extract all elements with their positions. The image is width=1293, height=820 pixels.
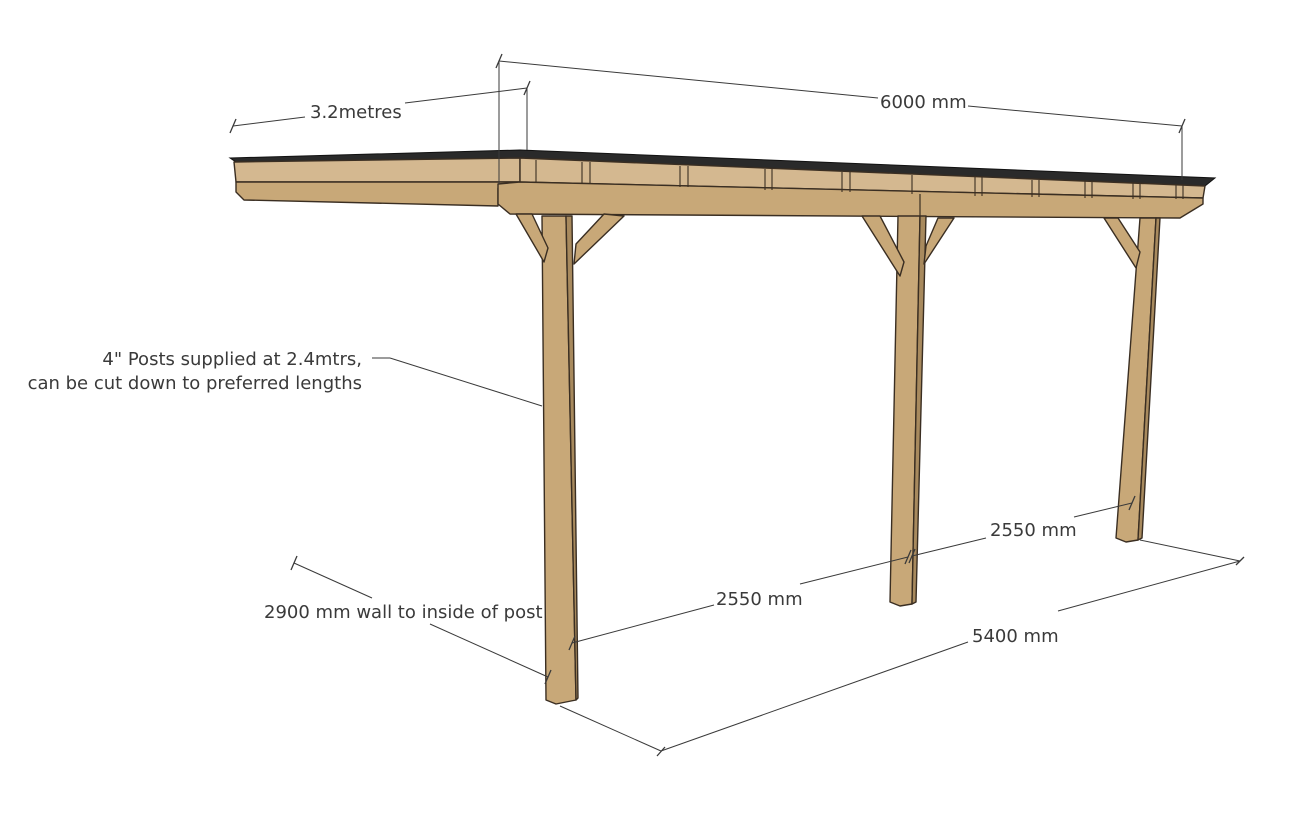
brace-front-left xyxy=(515,213,549,263)
dim-tick xyxy=(1235,556,1245,566)
leader-b xyxy=(389,357,543,407)
post-back xyxy=(1103,217,1161,543)
label-span-2: 2550 mm xyxy=(990,520,1077,541)
dim-wall-b xyxy=(429,623,549,678)
dim-wall-a xyxy=(293,562,373,599)
front-beam xyxy=(497,181,1204,219)
left-end-beam xyxy=(235,181,521,207)
dim-run-b xyxy=(1057,560,1241,612)
post-middle xyxy=(861,215,955,607)
brace-middle-left xyxy=(861,215,905,277)
post-middle-face xyxy=(889,215,921,607)
dim-width-line-b xyxy=(404,87,528,104)
dim-span1-a xyxy=(571,604,715,644)
label-span-1: 2550 mm xyxy=(716,589,803,610)
label-width: 3.2metres xyxy=(310,102,402,123)
post-back-face xyxy=(1115,217,1157,543)
dim-tick xyxy=(290,555,298,571)
label-post-run: 5400 mm xyxy=(972,626,1059,647)
dim-run-a xyxy=(660,641,969,752)
dim-run-ext-a xyxy=(559,705,662,752)
dim-length-line-a xyxy=(498,60,879,99)
dim-length-line-b xyxy=(967,105,1183,127)
dim-tick xyxy=(544,669,552,685)
post-front xyxy=(515,213,625,705)
dim-tick xyxy=(229,118,237,134)
post-middle-side xyxy=(911,215,927,605)
post-front-side xyxy=(565,215,579,701)
roof-assembly xyxy=(228,149,1217,219)
dimension-lines xyxy=(229,53,1245,757)
dim-run-ext-b xyxy=(1139,539,1241,562)
dim-span2-a xyxy=(911,537,987,557)
label-post-note-2: can be cut down to preferred lengths xyxy=(28,373,362,394)
dim-span2-b xyxy=(1073,502,1133,518)
rafter-divisions xyxy=(535,160,1184,199)
dim-tick xyxy=(1128,495,1136,511)
labels: 3.2metres 6000 mm 4" Posts supplied at 2… xyxy=(28,92,1077,647)
brace-front-right xyxy=(573,213,625,265)
brace-middle-right xyxy=(923,217,955,265)
label-wall-to-post: 2900 mm wall to inside of post xyxy=(264,602,543,623)
label-post-note-1: 4" Posts supplied at 2.4mtrs, xyxy=(102,349,362,370)
wall-plate xyxy=(233,157,521,183)
dim-tick xyxy=(904,549,912,565)
post-front-face xyxy=(541,215,577,705)
post-back-side xyxy=(1137,217,1161,541)
dim-width-line-a xyxy=(232,116,306,127)
dim-tick xyxy=(908,548,916,564)
label-length: 6000 mm xyxy=(880,92,967,113)
dim-tick xyxy=(568,635,576,651)
dim-span1-b xyxy=(799,556,909,585)
brace-back-left xyxy=(1103,217,1141,269)
dim-tick xyxy=(656,746,666,757)
